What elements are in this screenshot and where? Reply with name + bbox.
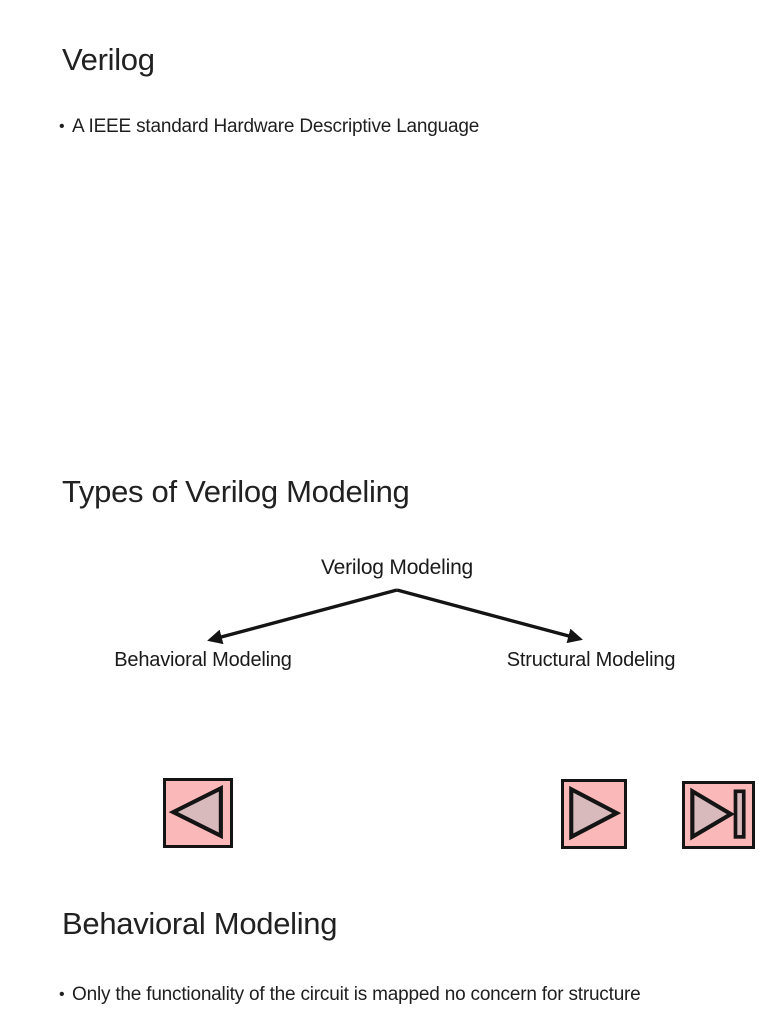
bullet-text: A IEEE standard Hardware Descriptive Lan…	[72, 116, 480, 137]
bullet-text: Only the functionality of the circuit is…	[72, 984, 641, 1005]
next-slide-button[interactable]	[561, 779, 627, 849]
slide-title: Behavioral Modeling	[62, 906, 338, 941]
previous-triangle-icon	[168, 784, 223, 840]
diagram-leaf-behavioral: Behavioral Modeling	[114, 649, 292, 671]
slide-verilog: Verilog • A IEEE standard Hardware Descr…	[0, 0, 768, 432]
last-slide-button[interactable]	[682, 781, 755, 849]
slide-behavioral-modeling: Behavioral Modeling • Only the functiona…	[0, 864, 768, 1024]
slide-title: Types of Verilog Modeling	[62, 474, 410, 509]
arrow-to-behavioral	[207, 588, 398, 645]
bullet-item: • Only the functionality of the circuit …	[59, 982, 641, 1007]
next-triangle-icon	[569, 785, 622, 841]
arrow-to-structural	[396, 588, 583, 644]
bullet-item: • A IEEE standard Hardware Descriptive L…	[59, 114, 479, 139]
diagram-leaf-structural: Structural Modeling	[506, 649, 676, 671]
previous-slide-button[interactable]	[163, 778, 233, 848]
bullet-marker: •	[59, 986, 65, 1003]
bullet-marker: •	[59, 118, 65, 135]
slide-title: Verilog	[62, 42, 155, 77]
diagram-root-node: Verilog Modeling	[320, 556, 474, 579]
skip-to-end-icon	[690, 787, 746, 841]
slide-types-of-modeling: Types of Verilog Modeling Verilog Modeli…	[0, 432, 768, 864]
